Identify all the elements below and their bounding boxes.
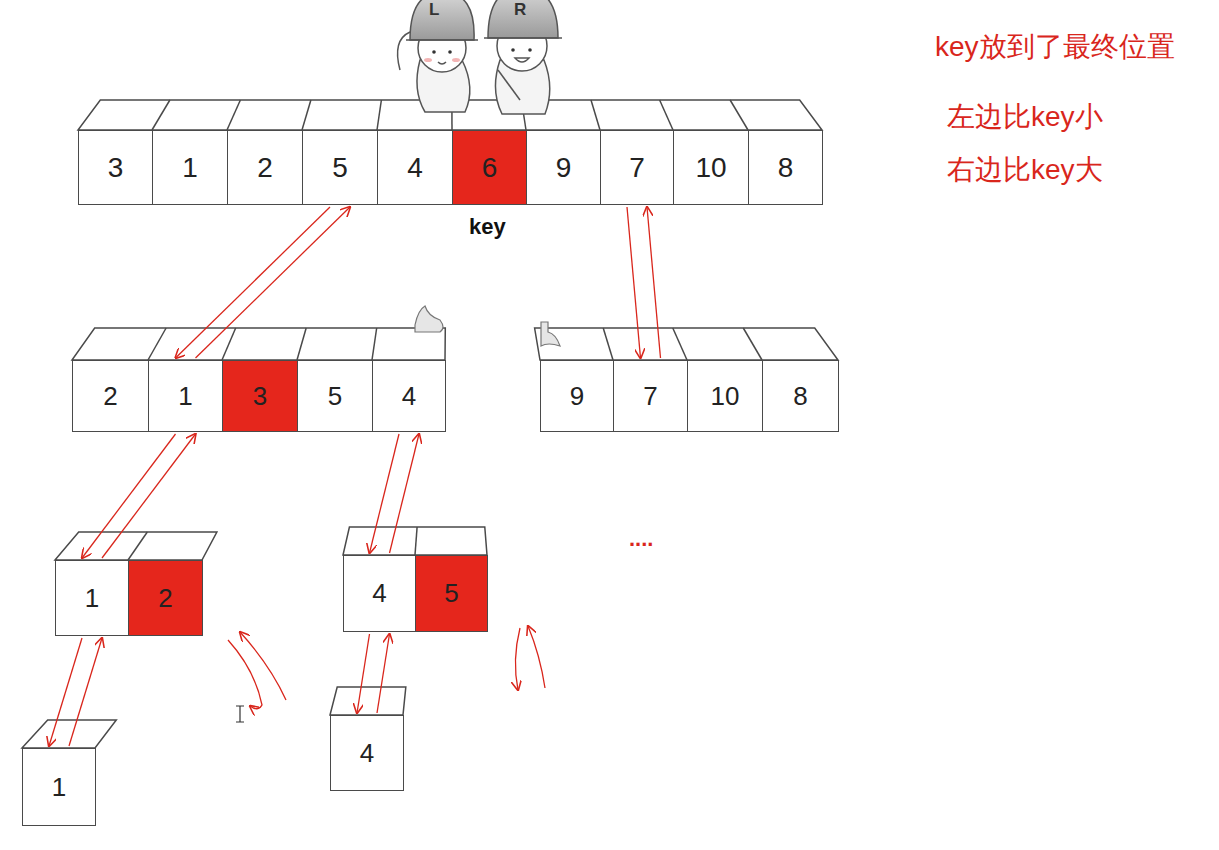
recursion-arrow: [176, 207, 331, 358]
array-cell: 7: [600, 130, 674, 205]
array-cell: 5: [302, 130, 378, 205]
cell-value: 4: [407, 152, 423, 184]
note: 右边比key大: [947, 151, 1103, 189]
empty-branch-arrows: [228, 626, 545, 709]
box-top-divider: [673, 328, 687, 360]
box-top-divider: [603, 328, 613, 360]
cell-value: 9: [556, 152, 572, 184]
key-cell: 3: [222, 360, 298, 432]
cell-value: 9: [570, 381, 584, 412]
recursion-arrow: [390, 434, 420, 553]
cell-value: 8: [793, 381, 807, 412]
cell-value: 4: [372, 578, 386, 609]
cartoon-fragment: [415, 306, 443, 332]
cell-value: 8: [778, 152, 794, 184]
box-top-face: [343, 527, 487, 555]
array-cell: 2: [72, 360, 149, 432]
array-cell: 4: [372, 360, 446, 432]
key-cell: 2: [128, 560, 203, 636]
array-cell: 8: [748, 130, 823, 205]
array-cell: 4: [377, 130, 453, 205]
cell-value: 10: [695, 152, 726, 184]
cell-value: 1: [182, 152, 198, 184]
key-cell: 5: [415, 555, 488, 632]
cell-value: 6: [482, 152, 498, 184]
recursion-arrow: [196, 207, 351, 358]
array-cell: 1: [148, 360, 223, 432]
array-cell: 9: [526, 130, 601, 205]
recursion-arrow: [647, 207, 661, 358]
cell-value: 5: [444, 578, 458, 609]
text-cursor: [236, 706, 244, 722]
recursion-arrow: [49, 638, 82, 746]
box-top-faces: [22, 100, 838, 748]
recursion-arrow: [102, 434, 196, 558]
cell-value: 7: [629, 152, 645, 184]
box-top-divider: [415, 527, 417, 555]
array-cell: 1: [55, 560, 129, 636]
box-top-divider: [730, 100, 748, 130]
array-cell: 1: [152, 130, 228, 205]
key-cell: 6: [452, 130, 527, 205]
cell-value: 3: [108, 152, 124, 184]
array-cell: 4: [330, 715, 404, 791]
box-top-divider: [591, 100, 600, 130]
recursion-arrow: [627, 207, 641, 358]
cell-value: 4: [402, 381, 416, 412]
cell-value: 1: [52, 772, 66, 803]
recursion-arrow: [377, 634, 390, 713]
box-top-divider: [660, 100, 673, 130]
array-cell: 9: [540, 360, 614, 432]
array-cell: 7: [613, 360, 688, 432]
cell-value: 5: [328, 381, 342, 412]
box-top-divider: [377, 100, 381, 130]
cell-value: 3: [253, 381, 267, 412]
box-top-face: [330, 687, 406, 715]
note: key放到了最终位置: [935, 28, 1175, 66]
box-top-divider: [222, 328, 236, 360]
helmet-letter: R: [514, 0, 526, 20]
box-top-divider: [227, 100, 240, 130]
array-cell: 5: [297, 360, 373, 432]
key-label: key: [469, 214, 506, 240]
cell-value: 4: [360, 738, 374, 769]
box-top-divider: [297, 328, 306, 360]
array-cell: 2: [227, 130, 303, 205]
cell-value: 2: [158, 583, 172, 614]
box-top-face: [72, 328, 445, 360]
array-cell: 8: [762, 360, 839, 432]
cell-value: 2: [257, 152, 273, 184]
box-top-face: [535, 328, 838, 360]
box-top-face: [55, 532, 217, 560]
recursion-arrow: [69, 638, 102, 746]
box-top-divider: [302, 100, 311, 130]
cartoon-fragment: [541, 322, 560, 346]
ellipsis-note: ....: [629, 526, 653, 552]
array-cell: 4: [343, 555, 416, 632]
array-cell: 10: [687, 360, 763, 432]
box-top-divider: [743, 328, 762, 360]
recursion-arrow: [82, 434, 176, 558]
cartoon-l: [398, 0, 478, 112]
cell-value: 1: [85, 583, 99, 614]
cell-value: 7: [643, 381, 657, 412]
box-top-divider: [152, 100, 170, 130]
array-cell: 1: [22, 748, 96, 826]
helmet-letter: L: [429, 0, 439, 20]
array-cell: 3: [78, 130, 153, 205]
note: 左边比key小: [947, 98, 1103, 136]
cell-value: 1: [178, 381, 192, 412]
array-cell: 10: [673, 130, 749, 205]
cell-value: 2: [103, 381, 117, 412]
box-top-divider: [148, 328, 166, 360]
cartoon-r: [484, 0, 562, 114]
box-top-divider: [372, 328, 377, 360]
cell-value: 5: [332, 152, 348, 184]
recursion-arrow: [357, 634, 370, 713]
cell-value: 10: [711, 381, 740, 412]
box-top-divider: [128, 532, 147, 560]
